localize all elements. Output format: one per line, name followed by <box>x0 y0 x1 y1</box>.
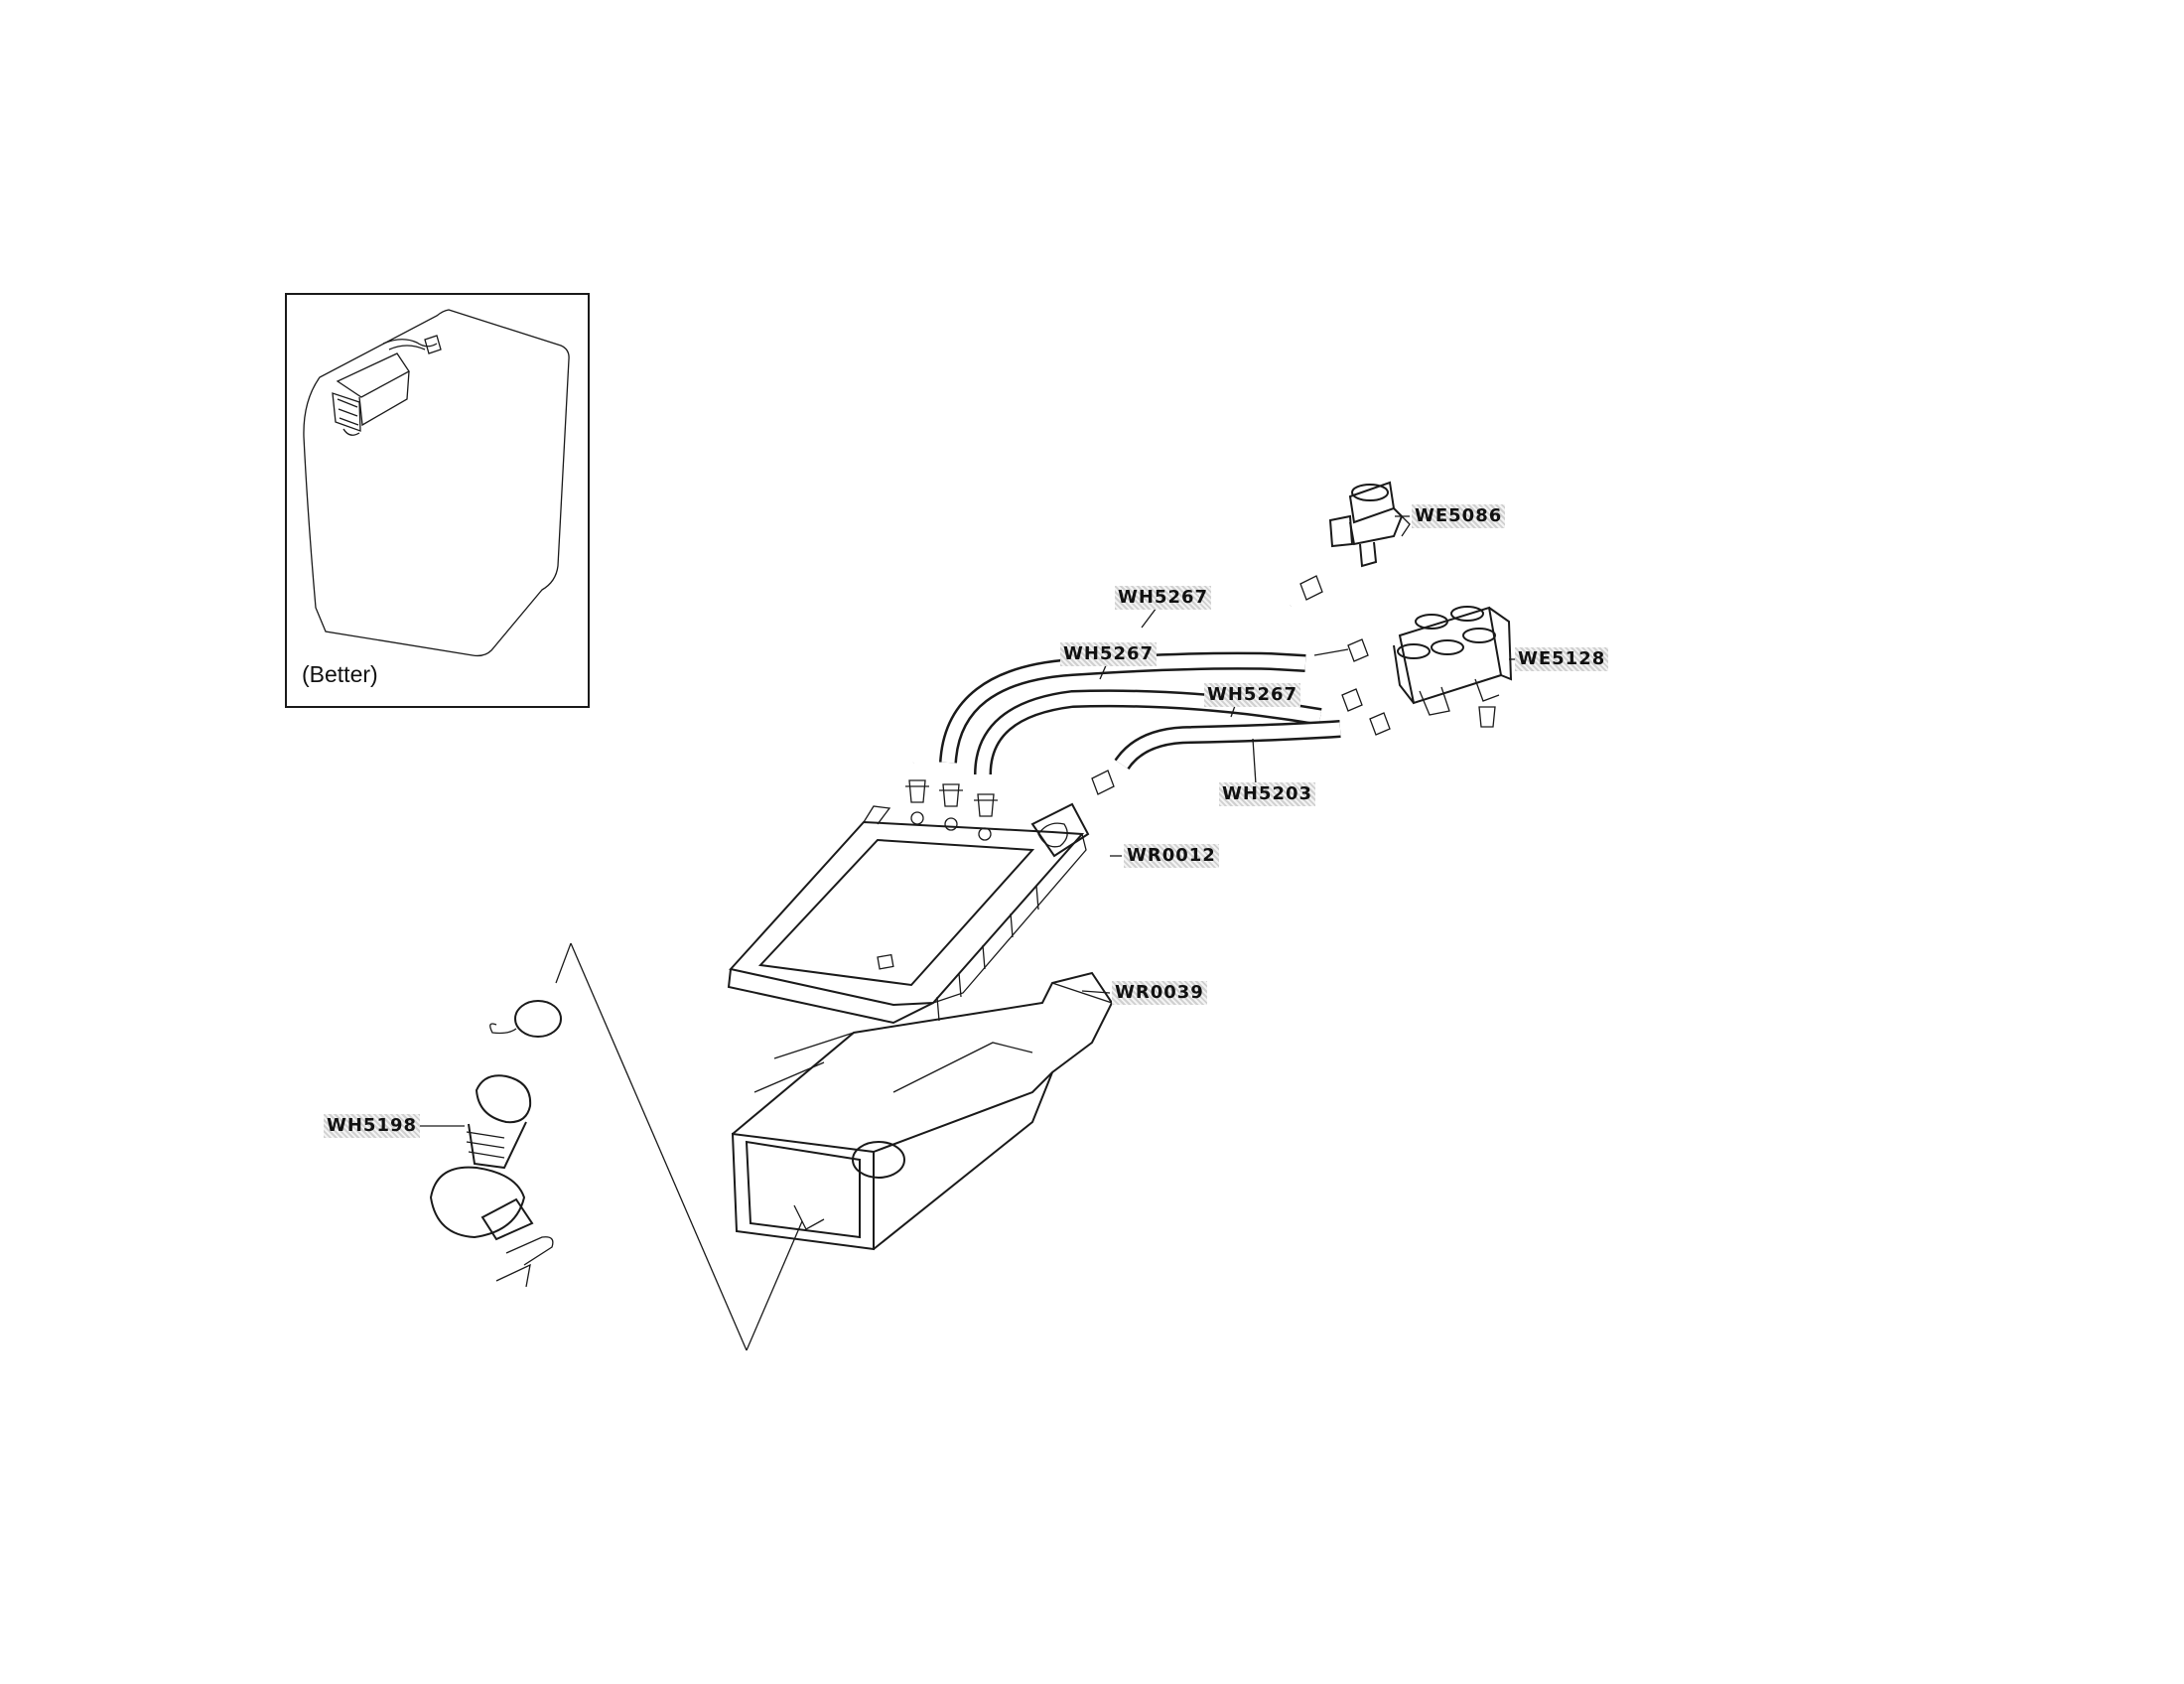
hose-wh5267-mid <box>939 651 1306 764</box>
hose-wh5267-top <box>906 602 1297 764</box>
hose-wh5203 <box>1114 720 1341 771</box>
inset-dispenser-icon <box>332 335 442 436</box>
part-label-wh5267-top: WH5267 <box>1115 586 1212 610</box>
inset-cabinet-outline <box>303 309 570 657</box>
bellows-wh5198 <box>429 1000 562 1288</box>
hose-clamps-upper <box>1299 575 1496 736</box>
inset-caption: (Better) <box>302 661 378 687</box>
part-label-wh5267-mid: WH5267 <box>1060 642 1158 666</box>
part-label-wh5198: WH5198 <box>324 1114 421 1138</box>
valve-we5128 <box>1393 606 1513 716</box>
dispenser-housing-wr0039 <box>731 971 1114 1251</box>
part-label-wh5267-low: WH5267 <box>1204 683 1301 707</box>
hose-wh5267-low <box>974 689 1322 775</box>
part-label-wr0012: WR0012 <box>1124 844 1219 868</box>
part-label-we5128: WE5128 <box>1515 647 1609 671</box>
part-label-we5086: WE5086 <box>1412 504 1506 528</box>
hose-clamps-lower <box>905 770 1115 841</box>
part-label-wh5203: WH5203 <box>1219 782 1316 806</box>
valve-we5086 <box>1328 481 1411 568</box>
inset-box <box>285 293 590 708</box>
part-label-wr0039: WR0039 <box>1112 981 1207 1005</box>
dispenser-top-wr0012 <box>727 802 1090 1025</box>
leader-lines <box>417 515 1515 1351</box>
